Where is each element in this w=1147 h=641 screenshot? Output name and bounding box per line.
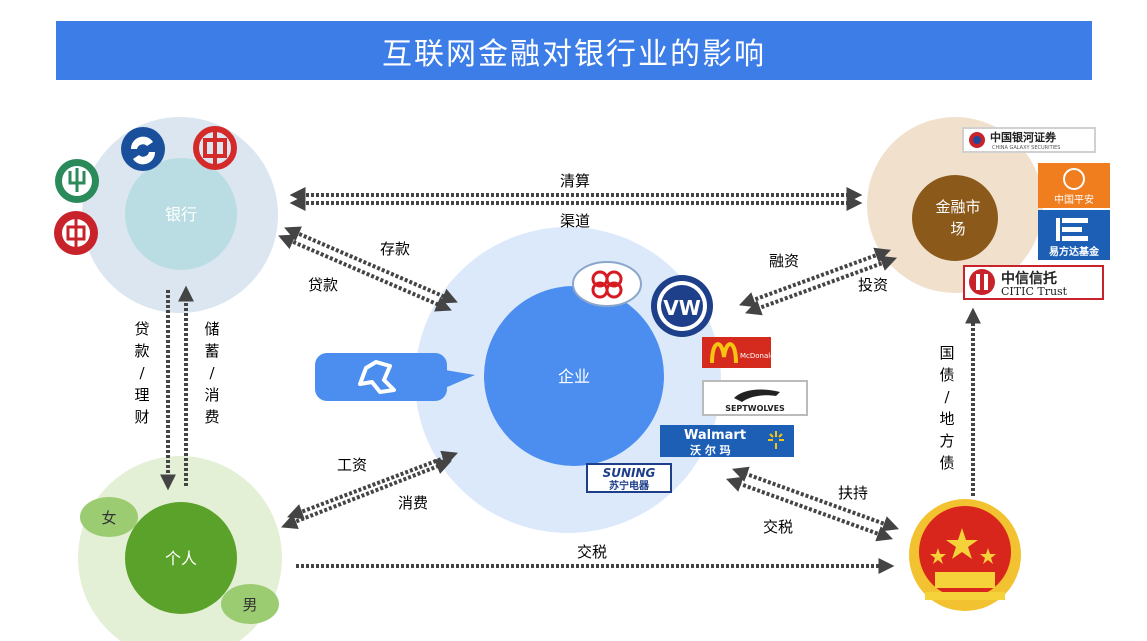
boc-logo-icon: [54, 211, 98, 255]
deposit-label: 存款: [380, 240, 410, 258]
walmart-en-text: Walmart: [684, 428, 746, 443]
female-badge: [80, 497, 138, 537]
bonds-char: /: [944, 388, 950, 406]
page-title: 互联网金融对银行业的影响: [56, 21, 1092, 80]
abc-logo-icon: [55, 159, 99, 203]
citic-cn-text: 中信信托: [1001, 270, 1057, 287]
male-badge: [221, 584, 279, 624]
septwolves-logo: SEPTWOLVES: [702, 380, 808, 416]
bonds-char: 债: [939, 454, 954, 472]
pingan-emblem-icon: [1063, 168, 1085, 190]
bonds-char: 国: [939, 344, 954, 362]
market-inner-circle: [912, 175, 998, 261]
tax-label-right: 交税: [763, 518, 793, 536]
enterprise-inner-circle: [484, 286, 664, 466]
golden-arches-icon: [710, 342, 738, 364]
male-label: 男: [242, 596, 257, 614]
wages-label: 工资: [337, 456, 367, 474]
galaxy-en-text: CHINA GALAXY SECURITIES: [992, 145, 1060, 151]
wolf-icon: [734, 389, 780, 402]
pingan-logo: 中国平安: [1038, 163, 1110, 208]
pingan-text: 中国平安: [1054, 193, 1094, 206]
savings-consumption-char: 消: [204, 386, 219, 404]
person-enterprise-arrow-lower: [281, 459, 452, 529]
volkswagen-logo-icon: VW: [651, 275, 713, 337]
icbc-logo-icon: [193, 126, 237, 170]
savings-consumption-label: 储蓄 / 消费: [204, 320, 219, 426]
female-label: 女: [101, 509, 116, 527]
national-emblem-icon: [909, 499, 1021, 611]
citic-emblem-icon: [969, 269, 995, 295]
efund-logo: 易方达基金: [1038, 210, 1110, 260]
citic-en-text: CITIC Trust: [1001, 285, 1068, 298]
bonds-char: 地: [939, 410, 954, 428]
vw-text: VW: [663, 296, 701, 320]
enterprise-label: 企业: [558, 367, 590, 386]
loan-label-top: 贷款: [308, 276, 338, 294]
clearing-label: 清算: [560, 172, 590, 190]
efund-emblem-icon: [1056, 218, 1088, 241]
loan-finance-char: /: [139, 364, 145, 382]
network-badge-icon: [315, 353, 475, 401]
loan-finance-label: 贷款 / 理财: [134, 320, 149, 426]
bonds-char: 债: [939, 366, 954, 384]
loan-finance-char: 理: [134, 386, 149, 404]
investment-label: 投资: [858, 276, 888, 294]
savings-consumption-char: 蓄: [204, 342, 219, 360]
market-label-line2: 场: [950, 220, 965, 238]
savings-consumption-char: 储: [204, 320, 219, 338]
savings-consumption-char: 费: [204, 408, 219, 426]
loan-finance-char: 款: [134, 342, 149, 360]
person-label: 个人: [165, 549, 197, 568]
walmart-spark-icon: [768, 431, 784, 449]
government-enterprise-arrow-upper: [731, 466, 900, 532]
ccb-logo-icon: [121, 127, 165, 171]
septwolves-text: SEPTWOLVES: [725, 404, 785, 413]
efund-text: 易方达基金: [1049, 245, 1100, 258]
galaxy-swirl-icon: [969, 132, 985, 148]
bonds-label: 国债/地方债: [939, 344, 954, 472]
walmart-logo: Walmart 沃 尔 玛: [660, 425, 794, 457]
mcdonalds-text: McDonald's: [740, 352, 771, 360]
savings-consumption-char: /: [209, 364, 215, 382]
citic-trust-logo: 中信信托 CITIC Trust: [963, 265, 1104, 300]
galaxy-cn-text: 中国银河证券: [990, 130, 1057, 144]
walmart-cn-text: 沃 尔 玛: [690, 443, 731, 457]
loan-finance-char: 贷: [134, 320, 149, 338]
person-enterprise-arrow-upper: [287, 450, 458, 520]
channel-label: 渠道: [560, 212, 590, 230]
suning-en-text: SUNING: [603, 466, 656, 480]
mcdonalds-logo: McDonald's: [702, 337, 771, 368]
bank-inner-circle: [125, 158, 237, 270]
government-enterprise-arrow-lower: [725, 476, 894, 542]
suning-logo: SUNING 苏宁电器: [586, 463, 672, 493]
market-label-line1: 金融市: [935, 198, 980, 216]
tax-label-bottom: 交税: [577, 543, 607, 561]
suning-cn-text: 苏宁电器: [609, 479, 650, 491]
person-inner-circle: [125, 502, 237, 614]
galaxy-securities-logo: 中国银河证券 CHINA GALAXY SECURITIES: [962, 127, 1096, 153]
bank-enterprise-arrow-lower: [278, 234, 452, 312]
loan-finance-char: 财: [134, 408, 149, 426]
consumption-label: 消费: [398, 494, 428, 512]
bonds-char: 方: [939, 432, 954, 450]
support-label: 扶持: [838, 484, 868, 502]
financing-label: 融资: [769, 252, 799, 270]
china-unicom-logo-icon: [572, 261, 642, 307]
bank-label: 银行: [165, 205, 197, 224]
